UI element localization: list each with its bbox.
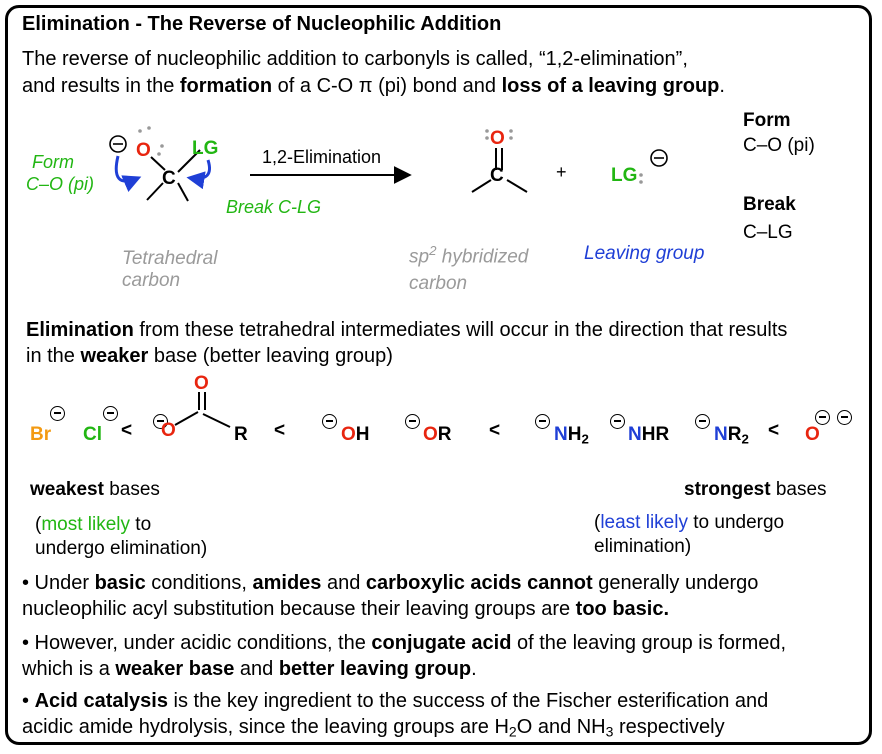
most-likely-line-1: (most likely to	[35, 514, 152, 535]
amide-anion-nh2: NH2	[554, 424, 589, 447]
charge-minus-icon	[103, 406, 118, 421]
least-likely-line-2: elimination)	[594, 536, 692, 557]
chloride: Cl	[83, 424, 102, 445]
atom-lg-product: LG	[611, 165, 638, 186]
sp2-caption-1: sp2 hybridized	[409, 243, 529, 268]
atom-o-reactant: O	[136, 140, 151, 161]
bromide: Br	[30, 424, 52, 445]
leaving-group-caption: Leaving group	[584, 243, 705, 264]
charge-minus-icon	[535, 414, 550, 429]
less-than-3: <	[489, 420, 501, 441]
charge-minus-icon	[50, 406, 65, 421]
oxide-dianion: O	[805, 424, 820, 445]
charge-minus-icon	[837, 410, 852, 425]
weakest-bases-label: weakest bases	[30, 479, 160, 500]
carboxylate-structure	[174, 392, 231, 428]
bullet-1-line-2: nucleophilic acyl substitution because t…	[22, 598, 670, 620]
intro-line-2: and results in the formation of a C-O π …	[22, 75, 725, 97]
alkoxide: OR	[423, 424, 452, 445]
leaving-group-product	[639, 149, 668, 184]
charge-minus-icon	[153, 414, 168, 429]
intro-line-1: The reverse of nucleophilic addition to …	[22, 48, 688, 70]
bullet-3-line-1: • Acid catalysis is the key ingredient t…	[22, 690, 769, 712]
atom-lg-reactant: LG	[192, 138, 219, 159]
break-label: Break C-LG	[226, 197, 322, 217]
arrow-label: 1,2-Elimination	[262, 147, 382, 167]
sp2-caption-2: carbon	[409, 273, 468, 294]
ranking-line-2: in the weaker base (better leaving group…	[26, 345, 393, 367]
less-than-2: <	[274, 420, 286, 441]
side-form-value: C–O (pi)	[743, 135, 815, 156]
tetrahedral-caption-1: Tetrahedral	[122, 248, 218, 269]
charge-minus-icon	[815, 410, 830, 425]
charge-minus-icon	[695, 414, 710, 429]
charge-minus-icon	[610, 414, 625, 429]
less-than-1: <	[121, 420, 133, 441]
ranking-line-1: Elimination from these tetrahedral inter…	[26, 319, 788, 341]
side-break-label: Break	[743, 194, 796, 215]
carboxylate-o: O	[161, 420, 176, 441]
least-likely-line-1: (least likely to undergo	[594, 512, 785, 533]
most-likely-line-2: undergo elimination)	[35, 538, 208, 559]
bullet-2-line-2: which is a weaker base and better leavin…	[22, 658, 477, 680]
carbonyl-product	[471, 129, 528, 193]
atom-o-product: O	[490, 128, 505, 149]
form-label: Form	[32, 152, 74, 172]
bullet-2-line-1: • However, under acidic conditions, the …	[22, 632, 787, 654]
amide-anion-nr2: NR2	[714, 424, 749, 447]
elimination-scheme	[109, 126, 668, 202]
charge-minus-icon	[322, 414, 337, 429]
side-form-label: Form	[743, 110, 791, 131]
bullet-1-line-1: • Under basic conditions, amides and car…	[22, 572, 759, 594]
strongest-bases-label: strongest bases	[684, 479, 827, 500]
carboxylate-o-top: O	[194, 373, 209, 394]
plus-sign: +	[556, 162, 567, 182]
atom-c-product: C	[490, 165, 504, 186]
amide-anion-nhr: NHR	[628, 424, 670, 445]
tetrahedral-intermediate	[109, 126, 211, 202]
page-title: Elimination - The Reverse of Nucleophili…	[22, 13, 502, 35]
charge-minus-icon	[405, 414, 420, 429]
atom-c-reactant: C	[162, 168, 176, 189]
form-sublabel: C–O (pi)	[26, 174, 95, 194]
carboxylate-r: R	[234, 424, 248, 445]
hydroxide: OH	[341, 424, 370, 445]
tetrahedral-caption-2: carbon	[122, 270, 181, 291]
side-break-value: C–LG	[743, 222, 793, 243]
bullet-3-line-2: acidic amide hydrolysis, since the leavi…	[22, 716, 725, 740]
less-than-4: <	[768, 420, 780, 441]
